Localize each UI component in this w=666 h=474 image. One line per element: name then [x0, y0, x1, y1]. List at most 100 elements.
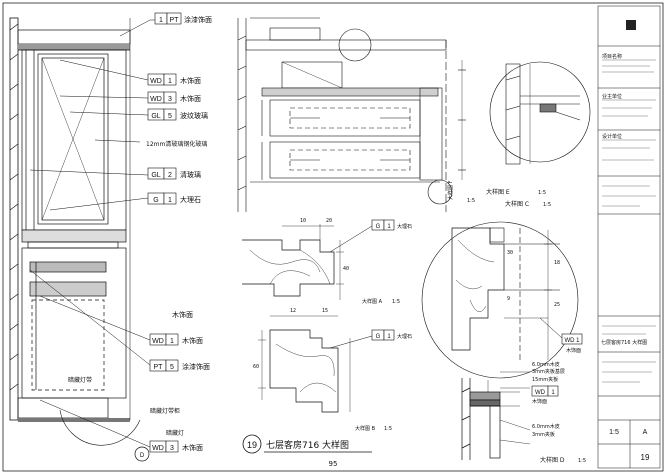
tag-gl5-code: GL	[151, 113, 160, 120]
detail-e-section	[237, 17, 466, 212]
title-block-drawing-title: 七层客房716 大样图	[601, 339, 647, 346]
detail-b-tag-num: 1	[387, 334, 391, 340]
tag-gl2-desc: 清玻璃	[180, 170, 201, 179]
detail-d-note5: 3mm夹板	[532, 431, 555, 438]
tag-wd3b-desc: 木饰面	[182, 443, 203, 452]
tag-pt1: 1 PT 涂漆饰面	[154, 12, 212, 25]
tag-wd1-code: WD	[150, 78, 162, 85]
title-block-rev: A	[643, 429, 648, 436]
detail-b-dim2: 15	[322, 308, 328, 314]
detail-e-tag: WD 1 木饰面	[561, 333, 583, 354]
title-block	[597, 5, 661, 469]
tag-wd1b-num: 1	[170, 338, 174, 345]
detail-b-scale: 1:5	[384, 426, 392, 432]
title-block-scale: 1:5	[609, 429, 619, 436]
detail-f-dim3: 9	[507, 296, 510, 302]
detail-a-scale: 1:5	[392, 299, 400, 305]
detail-a-dim3: 40	[343, 266, 349, 272]
tag-g1: G 1 大理石	[147, 192, 201, 205]
tag-wd1: WD 1 木饰面	[147, 73, 201, 86]
tag-g1-desc: 大理石	[180, 195, 201, 204]
detail-b-tag: G 1 大理石	[371, 329, 412, 341]
detail-f-title: 大样图 F	[447, 180, 454, 200]
detail-b-tag-desc: 大理石	[397, 333, 412, 340]
detail-f-dim1: 30	[507, 250, 513, 256]
detail-b-dim1: 12	[290, 308, 296, 314]
detail-d-tag-code: WD	[535, 390, 546, 396]
tag-wd3-desc: 木饰面	[180, 94, 201, 103]
tag-wd3b-num: 3	[170, 445, 174, 452]
tag-gl5: GL 5 波纹玻璃	[147, 108, 208, 121]
tag-gl5-desc: 波纹玻璃	[180, 111, 208, 120]
tag-pt5-code: PT	[154, 364, 164, 371]
detail-e-tag-desc: 木饰面	[566, 347, 581, 354]
tag-gl2: GL 2 清玻璃	[147, 167, 201, 180]
tag-gl2-num: 2	[168, 172, 172, 179]
detail-a-dim1: 10	[300, 218, 306, 224]
tag-wd3: WD 3 木饰面	[147, 91, 201, 104]
detail-f-dim4: 25	[554, 302, 560, 308]
detail-c-title: 大样图 C	[505, 200, 529, 208]
tag-pt5: PT 5 涂漆饰面	[149, 359, 210, 372]
detail-f	[421, 221, 579, 379]
detail-c-scale: 1:5	[543, 202, 551, 208]
tag-g1-code: G	[153, 197, 158, 204]
detail-d-tag-num: 1	[551, 390, 555, 396]
detail-d-note1: 6.0mm木皮	[532, 361, 560, 368]
detail-d-tag: WD 1 木饰面	[531, 385, 559, 405]
note-leds: 暗藏灯带	[68, 376, 92, 384]
sheet-title-text: 七层客房716 大样图	[266, 439, 349, 451]
tag-wd1b-desc: 木饰面	[182, 336, 203, 345]
company-logo	[626, 20, 636, 30]
detail-d-scale: 1:5	[578, 458, 586, 464]
detail-b-title: 大样图 B	[355, 425, 376, 432]
title-block-client: 业主单位	[602, 93, 622, 100]
detail-d-tag-desc: 木饰面	[532, 398, 547, 405]
tag-g1-num: 1	[168, 197, 172, 204]
title-block-drawing-no: 19	[641, 453, 650, 462]
tag-wd3b: WD 3 木饰面	[149, 440, 203, 453]
detail-f-scale: 1:5	[467, 198, 475, 204]
detail-marker: D	[140, 453, 145, 459]
tag-pt1-code: PT	[170, 17, 180, 24]
detail-a	[242, 224, 373, 300]
detail-a-title: 大样图 A	[362, 298, 383, 305]
detail-a-tag-num: 1	[387, 224, 391, 230]
sheet-title: 19 七层客房716 大样图 95	[242, 434, 372, 468]
title-block-designer: 设计单位	[602, 133, 622, 140]
detail-e-title: 大样图 E	[486, 188, 510, 196]
tag-wd1b-code: WD	[152, 338, 164, 345]
detail-b	[258, 315, 373, 413]
left-leaders	[29, 19, 155, 448]
tag-wd3b-code: WD	[152, 445, 164, 452]
note-bottom: 暗藏灯	[166, 429, 184, 437]
detail-d-note4: 6.0mm木皮	[532, 423, 560, 430]
detail-d	[461, 371, 531, 460]
detail-d-title: 大样图 D	[540, 456, 565, 464]
title-block-project: 项目名称	[602, 53, 622, 60]
tag-pt5-desc: 涂漆饰面	[182, 362, 210, 371]
detail-a-tag-desc: 大理石	[397, 223, 412, 230]
detail-a-dim2: 20	[326, 218, 332, 224]
page-number: 95	[329, 460, 338, 468]
tag-wd3-code: WD	[150, 96, 162, 103]
detail-e-scale: 1:5	[538, 190, 546, 196]
tag-gl5-num: 5	[168, 113, 172, 120]
tag-wd3-num: 3	[168, 96, 172, 103]
detail-c	[489, 61, 591, 165]
note-wood: 木饰面	[172, 310, 193, 319]
tag-pt5-num: 5	[170, 364, 174, 371]
note-glass: 12mm清玻璃钢化玻璃	[146, 140, 207, 148]
tag-pt1-num: 1	[159, 17, 163, 24]
tag-wd1b: WD 1 木饰面	[149, 333, 203, 346]
detail-a-tag: G 1 大理石	[371, 219, 412, 231]
tag-gl2-code: GL	[151, 172, 160, 179]
tag-pt1-desc: 涂漆饰面	[184, 15, 212, 24]
detail-d-note2: 3mm夹板基层	[532, 368, 565, 375]
detail-b-tag-code: G	[376, 334, 381, 340]
detail-b-dim3: 60	[253, 364, 259, 370]
detail-d-note3: 15mm夹板	[532, 376, 558, 383]
